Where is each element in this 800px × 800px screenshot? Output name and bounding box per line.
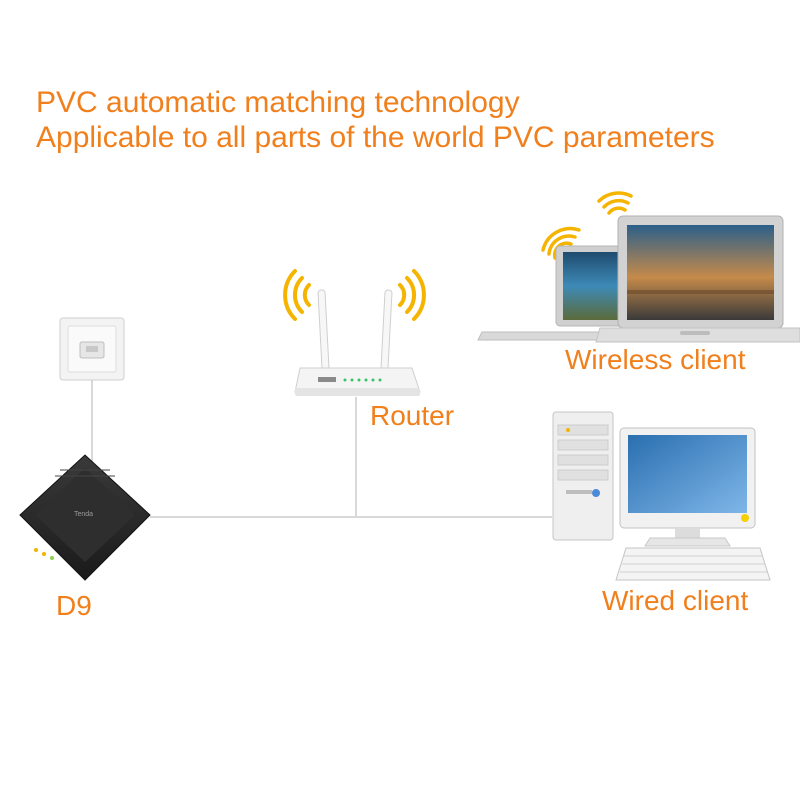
wired-client-label: Wired client (602, 585, 749, 616)
d9-logo-mark: Tenda (74, 511, 93, 518)
wall-socket-icon (59, 317, 125, 381)
cables (91, 378, 552, 518)
router-label: Router (370, 400, 455, 431)
router-left-wifi-signal-icon (283, 269, 311, 321)
laptop-wifi-signal-icon (541, 191, 633, 260)
laptop-icon (477, 215, 800, 343)
headline-line-1: PVC automatic matching technology (36, 86, 520, 119)
router-right-wifi-signal-icon (398, 269, 426, 321)
d9-label: D9 (56, 590, 92, 621)
wireless-client-label: Wireless client (565, 344, 746, 375)
powerline-adapter-icon: Tenda (19, 454, 151, 581)
desktop-computer-icon (552, 411, 771, 581)
wifi-router-icon (294, 289, 421, 396)
headline-line-2: Applicable to all parts of the world PVC… (36, 121, 715, 154)
